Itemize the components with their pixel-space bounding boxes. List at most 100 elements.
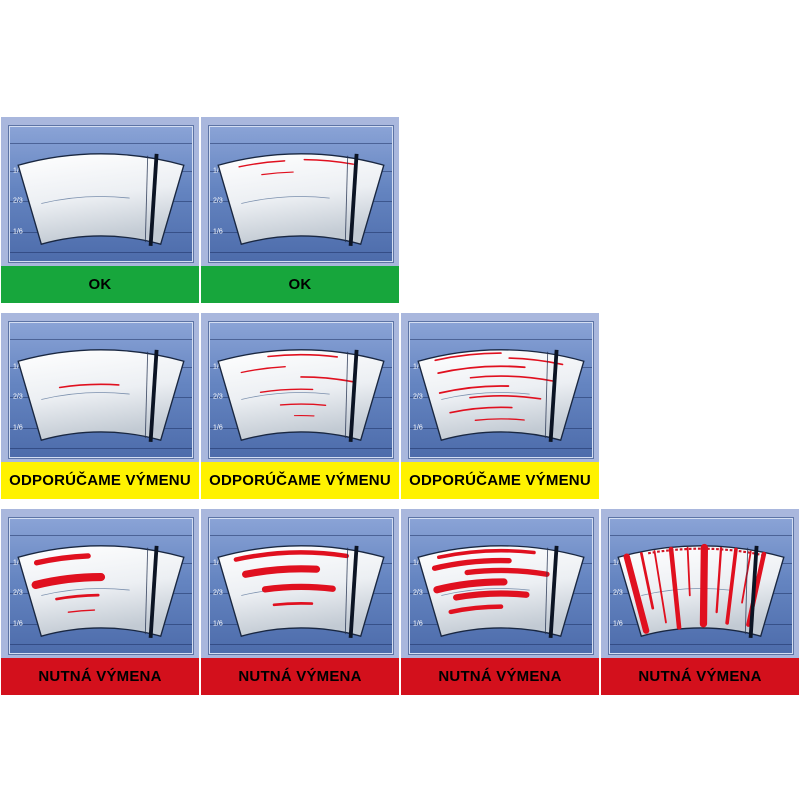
windshield-screen: 1/6 2/3 1/6 (209, 322, 393, 458)
windshield-illustration (17, 545, 185, 639)
wiper-blade (548, 349, 559, 443)
windshield-screen: 1/6 2/3 1/6 (209, 518, 393, 654)
windshield-panel: 1/6 2/3 1/6 (401, 509, 599, 658)
windshield-screen: 1/6 2/3 1/6 (9, 518, 193, 654)
wear-cell: 1/6 2/3 1/6 NUTNÁ VÝMENA (1, 509, 199, 695)
wiper-blade (148, 349, 159, 443)
status-label: ODPORÚČAME VÝMENU (1, 462, 199, 499)
wear-streak (242, 565, 321, 578)
scale-label-bottom: 1/6 (213, 620, 223, 628)
wear-streak (474, 418, 525, 421)
scale-label-middle: 2/3 (213, 393, 223, 401)
scale-label-top: 1/6 (213, 363, 223, 371)
ruler-line (10, 447, 192, 449)
glass-shape (217, 349, 385, 442)
windshield-panel: 1/6 2/3 1/6 (201, 509, 399, 658)
wear-streak (431, 557, 512, 571)
wear-streak (437, 365, 526, 375)
wiper-blade (148, 545, 159, 639)
ruler-line (210, 447, 392, 449)
wear-drip (725, 547, 738, 625)
ruler-line (410, 447, 592, 449)
windshield-panel: 1/6 2/3 1/6 (201, 117, 399, 266)
status-label: ODPORÚČAME VÝMENU (401, 462, 599, 499)
ruler-line (210, 535, 392, 537)
wear-streak (448, 604, 504, 615)
wiper-blade-edge (144, 351, 149, 439)
wear-streak (58, 383, 120, 389)
wear-streak (437, 548, 536, 560)
wear-cell: 1/6 2/3 1/6 OK (201, 117, 399, 303)
reflection-line (41, 588, 130, 596)
wiper-blade (148, 153, 159, 247)
ruler-line (410, 643, 592, 645)
wiper-blade-edge (344, 547, 349, 635)
ruler-line (10, 251, 192, 253)
wiper-blade-edge (544, 351, 549, 439)
wear-drip (686, 546, 691, 597)
windshield-panel: 1/6 2/3 1/6 (401, 313, 599, 462)
wear-drip (623, 553, 650, 634)
scale-label-top: 1/6 (613, 559, 623, 567)
wear-streak (233, 550, 349, 562)
scale-label-middle: 2/3 (613, 589, 623, 597)
windshield-panel: 1/6 2/3 1/6 (1, 313, 199, 462)
row-recommend: 1/6 2/3 1/6 ODPORÚČAME VÝMENU 1/6 2/3 1/… (1, 313, 599, 499)
wear-streak (259, 388, 314, 393)
ruler-line (210, 339, 392, 341)
scale-label-top: 1/6 (13, 363, 23, 371)
wear-streak (67, 609, 96, 613)
ruler-line (210, 251, 392, 253)
scale-label-middle: 2/3 (213, 197, 223, 205)
wear-cell: 1/6 2/3 1/6 ODPORÚČAME VÝMENU (201, 313, 399, 499)
windshield-panel: 1/6 2/3 1/6 (201, 313, 399, 462)
wear-cell: 1/6 2/3 1/6 ODPORÚČAME VÝMENU (401, 313, 599, 499)
wear-streak (469, 375, 555, 383)
wear-streak (469, 395, 542, 400)
wear-streak (434, 352, 502, 362)
glass-shape (17, 349, 185, 442)
windshield-illustration (617, 543, 785, 639)
status-label: ODPORÚČAME VÝMENU (201, 462, 399, 499)
wear-drip (668, 546, 682, 630)
wear-cell: 1/6 2/3 1/6 ODPORÚČAME VÝMENU (1, 313, 199, 499)
windshield-illustration (17, 349, 185, 443)
row-ok: 1/6 2/3 1/6 OK 1/6 2/3 1/6 OK (1, 117, 399, 303)
reflection-line (41, 196, 130, 204)
windshield-illustration (217, 545, 385, 639)
status-label: NUTNÁ VÝMENA (601, 658, 799, 695)
wear-streak (55, 593, 100, 601)
scale-label-bottom: 1/6 (613, 620, 623, 628)
scale-label-middle: 2/3 (13, 589, 23, 597)
ruler-line (210, 143, 392, 145)
wear-streak (33, 553, 91, 566)
windshield-illustration (417, 545, 585, 639)
wear-cell: 1/6 2/3 1/6 NUTNÁ VÝMENA (601, 509, 799, 695)
windshield-screen: 1/6 2/3 1/6 (409, 518, 593, 654)
scale-label-bottom: 1/6 (13, 424, 23, 432)
wear-streak (453, 590, 530, 601)
ruler-line (610, 643, 792, 645)
windshield-screen: 1/6 2/3 1/6 (409, 322, 593, 458)
status-label: NUTNÁ VÝMENA (401, 658, 599, 695)
wiper-blade (348, 545, 359, 639)
ruler-line (610, 535, 792, 537)
scale-label-middle: 2/3 (13, 197, 23, 205)
scale-label-top: 1/6 (13, 559, 23, 567)
scale-label-bottom: 1/6 (13, 620, 23, 628)
status-label: NUTNÁ VÝMENA (201, 658, 399, 695)
wear-drip (715, 547, 723, 614)
status-label: OK (1, 266, 199, 303)
wear-streak (433, 578, 508, 594)
windshield-panel: 1/6 2/3 1/6 (601, 509, 799, 658)
scale-label-bottom: 1/6 (13, 228, 23, 236)
scale-label-middle: 2/3 (413, 393, 423, 401)
wiper-blade-edge (544, 547, 549, 635)
glass-shape (217, 153, 385, 246)
wiper-blade-edge (144, 155, 149, 243)
wear-streak (438, 385, 510, 394)
wiper-blade-edge (344, 351, 349, 439)
reflection-line (641, 588, 730, 596)
wear-streak (261, 171, 294, 176)
